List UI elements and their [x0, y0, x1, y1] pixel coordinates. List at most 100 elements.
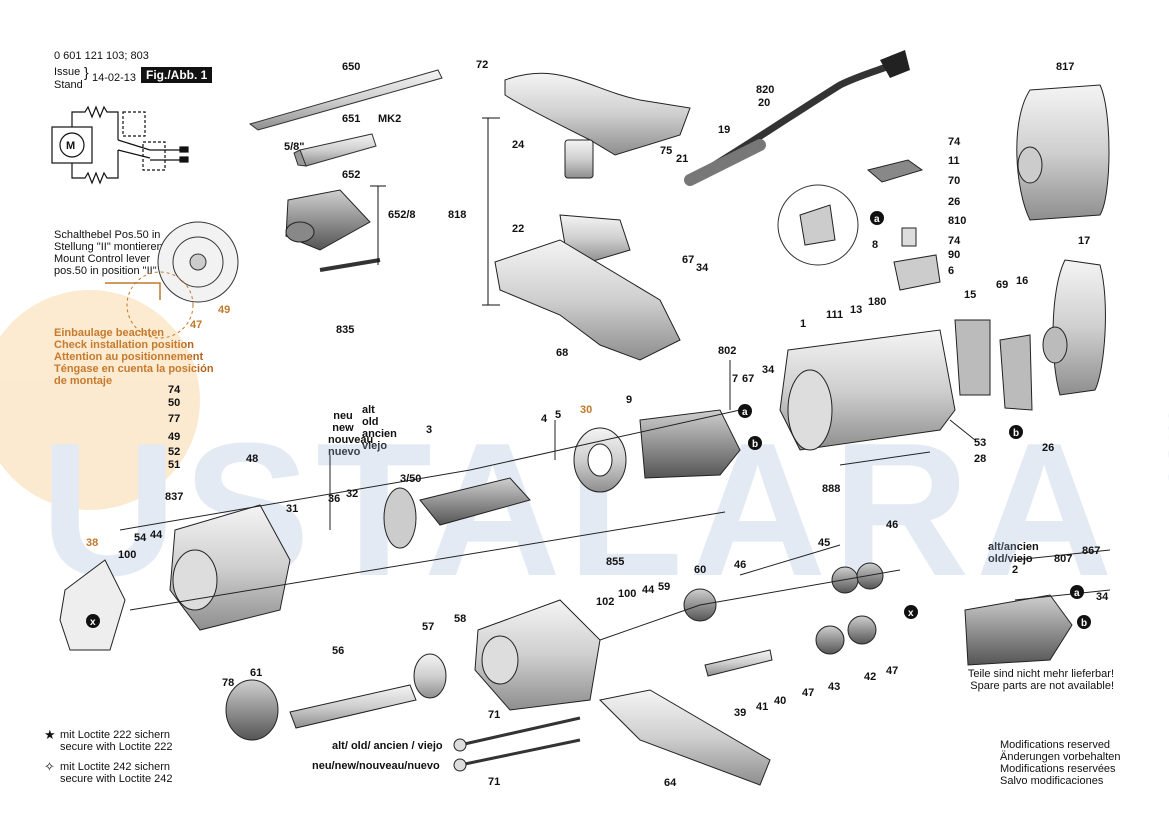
marker-b: b — [1013, 428, 1019, 439]
armature-gear-3-50 — [383, 487, 417, 549]
modifications-line: Salvo modificaciones — [1000, 775, 1104, 787]
part-label: 651 — [342, 113, 360, 125]
part-label: 26 — [948, 196, 960, 208]
handle-cover-72 — [504, 72, 691, 156]
screw-71-old — [459, 716, 581, 747]
part-label: 13 — [850, 304, 862, 316]
marker-x: x — [908, 608, 914, 619]
part-label: 867 — [1082, 545, 1100, 557]
carbon-brush-810 — [901, 227, 917, 247]
part-label: 652 — [342, 169, 360, 181]
part-label: 807 — [1054, 553, 1072, 565]
part-label: 67 — [742, 373, 754, 385]
lever-outline — [126, 271, 194, 339]
document-number: 0 601 121 103; 803 — [54, 50, 149, 62]
part-label: 59 — [658, 581, 670, 593]
part-label: 45 — [818, 537, 830, 549]
old-version-label: alt old ancien viejo — [362, 404, 397, 452]
old-armature-label: alt/ancien old/viejo — [988, 541, 1039, 565]
marker-b: b — [1081, 618, 1087, 629]
part-label: 49 — [168, 431, 180, 443]
part-label: 71 — [488, 709, 500, 721]
not-available-line: Teile sind nicht mehr lieferbar! — [967, 668, 1114, 680]
part-label: 77 — [168, 413, 180, 425]
loctite-line: mit Loctite 222 sichern — [60, 729, 171, 741]
part-label: 61 — [250, 667, 262, 679]
star-filled-icon: ★ — [44, 727, 56, 742]
part-label: 69 — [996, 279, 1008, 291]
part-label: 51 — [168, 459, 180, 471]
loctite-line: secure with Loctite 242 — [60, 773, 173, 785]
part-label: 6 — [948, 265, 954, 277]
drift-key-650 — [248, 69, 443, 131]
marker-b-circle — [748, 436, 762, 450]
capacitor-24 — [564, 139, 594, 179]
part-label: 888 — [822, 483, 840, 495]
part-label: 42 — [864, 671, 876, 683]
part-label: 47 — [190, 319, 202, 331]
modifications-line: Modifications reservées — [1000, 763, 1116, 775]
installation-note-line: Attention au positionnement — [54, 351, 214, 363]
old-label-line: alt — [362, 404, 375, 416]
loctite-line: mit Loctite 242 sichern — [60, 761, 171, 773]
side-handle-17 — [1052, 259, 1106, 396]
modifications-line: Modifications reserved — [1000, 739, 1111, 751]
part-label: 11 — [948, 155, 960, 167]
part-label: 15 — [964, 289, 976, 301]
part-label: 90 — [948, 249, 960, 261]
part-label: 40 — [774, 695, 786, 707]
switch-box-bottom — [142, 141, 166, 171]
bracket-15 — [954, 319, 991, 396]
part-label: 1 — [800, 318, 806, 330]
part-label: 56 — [332, 645, 344, 657]
part-label: 7 — [732, 373, 738, 385]
installation-note-line: de montaje — [54, 375, 214, 387]
marker-a: a — [1074, 588, 1080, 599]
part-label: 20 — [758, 97, 770, 109]
part-label: 72 — [476, 59, 488, 71]
shaft-39 — [704, 649, 773, 677]
part-label: 44 — [150, 529, 163, 541]
part-label: 24 — [512, 139, 525, 151]
lever-pointer-line — [105, 282, 161, 300]
part-label: 47 — [886, 665, 898, 677]
watermark-suffix: .com — [1155, 407, 1169, 500]
cover-817 — [1016, 84, 1110, 221]
part-label: 43 — [828, 681, 840, 693]
plug-pin — [179, 156, 189, 163]
bearing-57 — [413, 653, 447, 699]
part-label: 820 — [756, 84, 774, 96]
part-label: 48 — [246, 453, 258, 465]
part-label: 810 — [948, 215, 966, 227]
part-label: 17 — [1078, 235, 1090, 247]
part-label: 32 — [346, 488, 358, 500]
circuit-schematic — [51, 105, 189, 185]
field-802 — [639, 409, 741, 479]
part-label: 5/8" — [284, 141, 305, 153]
part-label: 100 — [118, 549, 136, 561]
part-label: 54 — [134, 532, 147, 544]
part-label: 4 — [541, 413, 548, 425]
part-label: 111 — [826, 309, 843, 321]
loctite-222-legend: ★ mit Loctite 222 sichern secure with Lo… — [44, 727, 173, 753]
part-label: 102 — [596, 596, 614, 608]
brush-holder-detail — [799, 204, 836, 246]
not-available-line: Spare parts are not available! — [970, 680, 1114, 692]
part-label: 22 — [512, 223, 524, 235]
dial-mid — [172, 236, 224, 288]
part-label: 46 — [886, 519, 898, 531]
marker-x-circle — [904, 605, 918, 619]
marker-b-circle — [1077, 615, 1091, 629]
loctite-242-legend: ✧ mit Loctite 242 sichern secure with Lo… — [44, 760, 173, 785]
marker-b-circle — [1009, 425, 1023, 439]
not-available-note: Teile sind nicht mehr lieferbar! Spare p… — [948, 668, 1114, 692]
assembly-lines — [119, 360, 1111, 641]
issue-label: Issue — [54, 66, 81, 78]
switch-box-top — [122, 111, 146, 137]
modifications-line: Änderungen vorbehalten — [1000, 751, 1121, 763]
control-lever-dial — [105, 221, 239, 339]
marker-x-circle — [86, 614, 100, 628]
part-label: 78 — [222, 677, 234, 689]
switch-note-line: Stellung "II" montieren — [54, 241, 163, 253]
